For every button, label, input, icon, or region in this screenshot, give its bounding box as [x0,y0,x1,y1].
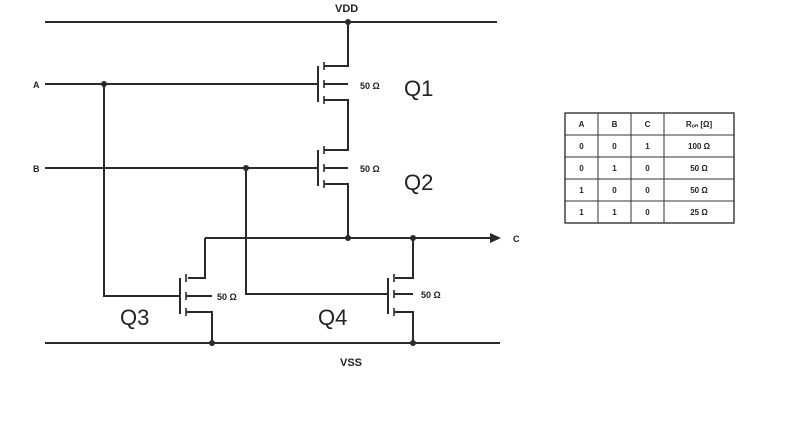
gate-q4-wire [245,168,388,295]
q3-label: Q3 [120,305,149,330]
q1-resistance: 50 Ω [360,81,380,91]
truth-table-border [564,112,735,224]
truth-table-cell: 0 [645,186,650,195]
q2-resistance: 50 Ω [360,164,380,174]
truth-table-cell: 0 [612,186,617,195]
output-label: C [513,234,520,244]
q4-label: Q4 [318,305,347,330]
truth-table: A B C Rₒₙ [Ω] 0 0 1 100 Ω 0 1 0 50 Ω 1 0 0 50 Ω 1 1 0 25 Ω [564,112,735,224]
q1-label: Q1 [404,76,433,101]
transistor-q4: 50 Ω Q4 [318,238,441,346]
truth-table-cell: 50 Ω [690,186,708,195]
truth-table-cell: 1 [579,208,584,217]
transistor-q3: 50 Ω Q3 [120,238,237,346]
truth-table-cell: 1 [579,186,584,195]
q2-label: Q2 [404,170,433,195]
truth-table-cell: 0 [579,142,584,151]
input-a-label: A [33,80,40,90]
vdd-label: VDD [335,3,358,15]
truth-table-header-cell: A [579,120,585,129]
truth-table-cell: 0 [612,142,617,151]
vss-label: VSS [340,357,362,369]
transistor-q1: 50 Ω Q1 [317,19,433,146]
input-b-label: B [33,164,40,174]
q4-resistance: 50 Ω [421,290,441,300]
truth-table-header-cell: C [645,120,651,129]
q3-resistance: 50 Ω [217,292,237,302]
truth-table-cell: 100 Ω [688,142,711,151]
truth-table-header-cell: B [612,120,618,129]
truth-table-cell: 1 [612,164,617,173]
output-arrow [490,233,501,243]
truth-table-cell: 1 [645,142,650,151]
truth-table-cell: 0 [645,208,650,217]
truth-table-cell: 1 [612,208,617,217]
truth-table-cell: 25 Ω [690,208,708,217]
transistor-q2: 50 Ω Q2 [317,146,433,238]
gate-q3-wire [103,84,180,297]
truth-table-cell: 0 [645,164,650,173]
truth-table-header-cell: Rₒₙ [Ω] [686,120,713,129]
truth-table-cell: 50 Ω [690,164,708,173]
truth-table-cell: 0 [579,164,584,173]
